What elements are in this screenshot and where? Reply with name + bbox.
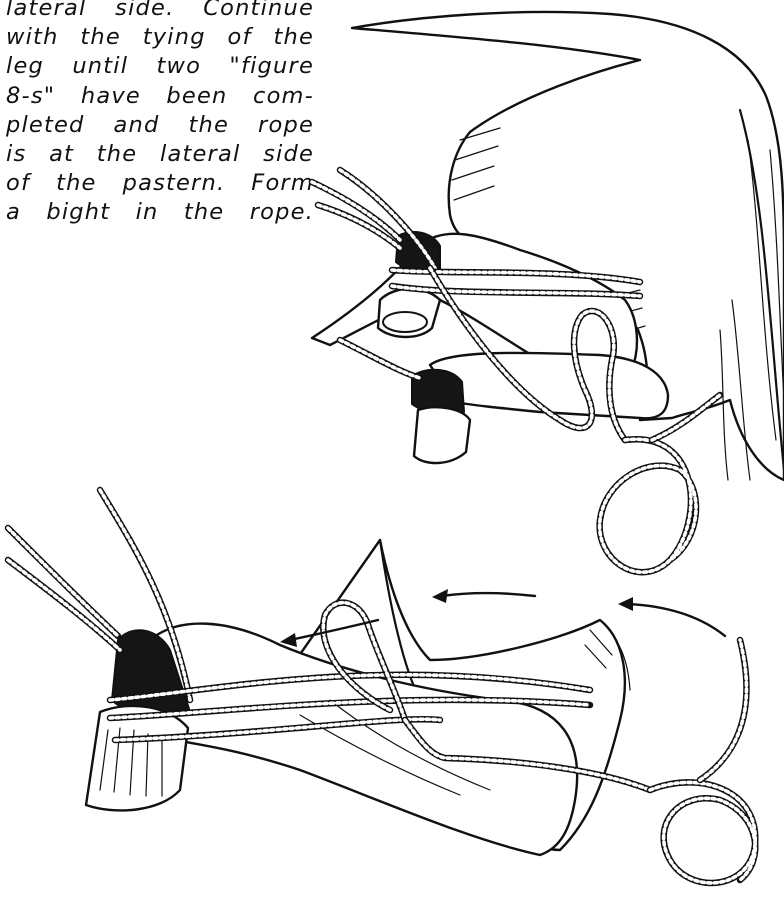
top-lower-hoof [414, 407, 470, 463]
top-figure [312, 12, 784, 572]
top-lower-leg [430, 353, 668, 418]
arrow-left-curved-icon [618, 597, 725, 636]
arrow-left-icon [432, 589, 535, 603]
bottom-figure [8, 490, 755, 883]
bottom-hoof [86, 706, 188, 811]
